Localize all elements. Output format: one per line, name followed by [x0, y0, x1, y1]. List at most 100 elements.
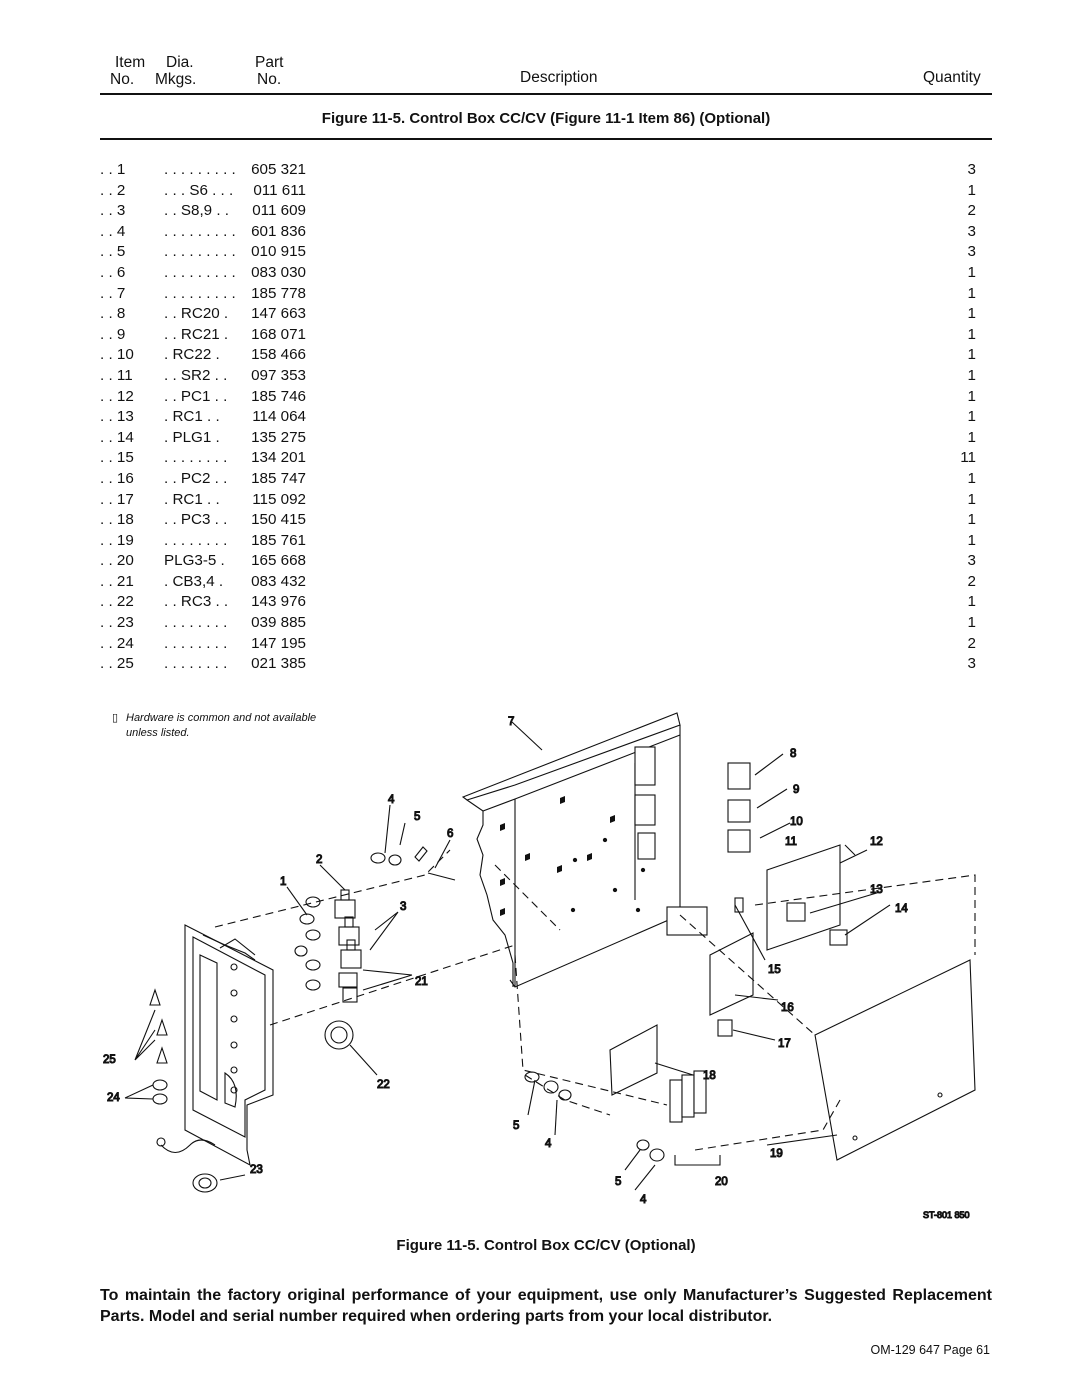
- item-number: . . 1: [100, 161, 126, 178]
- callout-11: 11: [785, 836, 797, 848]
- callout-18: 18: [703, 1070, 716, 1082]
- dia-header-1: Dia.: [166, 54, 194, 71]
- quantity: 1: [967, 305, 976, 323]
- quantity: 1: [967, 387, 976, 405]
- item-header-2: No.: [110, 71, 135, 88]
- part-number: 185 761: [251, 531, 306, 549]
- parts-row: . . 2. . . S6 . . .011 611. . SWITCH, tg…: [100, 181, 992, 202]
- diagram-marking: . RC1 . .: [164, 408, 220, 426]
- small-hardware-drawing: [370, 846, 665, 1162]
- part-number: 115 092: [252, 490, 306, 508]
- callout-15: 15: [768, 964, 781, 976]
- callout-1: 1: [280, 876, 286, 888]
- quantity: 1: [967, 531, 976, 549]
- page-footer: OM-129 647 Page 61: [870, 1343, 990, 1357]
- quantity: 1: [967, 490, 976, 508]
- quantity: 1: [967, 511, 976, 529]
- item-number: . . 22: [100, 593, 134, 611]
- diagram-marking: . . PC3 . .: [164, 511, 228, 529]
- diagram-marking: . . . . . . . .: [164, 449, 228, 467]
- parts-row: . . 4. . . . . . . . .601 836. . NUT, .2…: [100, 222, 992, 243]
- callout-4-lower: 4: [545, 1138, 552, 1150]
- callout-4-top: 4: [388, 794, 395, 806]
- part-header-2: No.: [257, 71, 282, 88]
- diagram-marking: . RC22 .: [164, 346, 220, 364]
- parts-row: . . 13. RC1 . .114 064. . CONNECTOR, rec…: [100, 407, 992, 428]
- part-number: 083 432: [251, 572, 306, 590]
- parts-row: . . 1. . . . . . . . .605 321. . NUT, .4…: [100, 160, 992, 181]
- quantity: 1: [967, 469, 976, 487]
- quantity: 2: [967, 572, 976, 590]
- parts-row: . . 14. PLG1 .135 275. . CONNECTOR & PIN…: [100, 428, 992, 449]
- diagram-marking: . . . . . . . . .: [164, 263, 236, 281]
- diagram-marking: . . . . . . . . .: [164, 243, 236, 261]
- quantity: 3: [967, 222, 976, 240]
- quantity: 11: [960, 449, 976, 467]
- diagram-marking: PLG3-5 .: [164, 552, 225, 570]
- quantity: 3: [967, 161, 976, 178]
- part-number: 185 746: [251, 387, 306, 405]
- item-number: . . 19: [100, 531, 134, 549]
- front-panel-drawing: [184, 924, 274, 1167]
- diagram-marking: . . RC20 .: [164, 305, 229, 323]
- item-number: . . 13: [100, 408, 134, 426]
- part-number: 021 385: [251, 655, 306, 673]
- parts-row: . . 15. . . . . . . .134 201. . STAND-OF…: [100, 448, 992, 469]
- part-number: 135 275: [251, 428, 306, 446]
- part-number: 165 668: [251, 552, 306, 570]
- item-number: . . 23: [100, 614, 134, 632]
- item-number: . . 15: [100, 449, 134, 467]
- part-number: 143 976: [251, 593, 306, 611]
- parts-row: . . 6. . . . . . . . .083 030. . STUD, b…: [100, 263, 992, 284]
- diagram-marking: . PLG1 .: [164, 428, 220, 446]
- callout-6: 6: [447, 828, 453, 840]
- parts-row: . . 18. . PC3 . .150 415. . CIRCUIT CARD…: [100, 510, 992, 531]
- callout-16: 16: [781, 1002, 794, 1014]
- item-number: . . 5: [100, 243, 126, 261]
- parts-row: . . 5. . . . . . . . .010 915. . WASHER,…: [100, 242, 992, 263]
- parts-warning: To maintain the factory original perform…: [100, 1287, 992, 1325]
- quantity: 2: [967, 634, 976, 652]
- callout-21: 21: [415, 976, 428, 988]
- part-number: 011 609: [252, 202, 306, 220]
- part-number: 185 778: [251, 284, 306, 302]
- item-header-1: Item: [115, 54, 146, 71]
- callout-22: 22: [377, 1079, 390, 1091]
- parts-row: . . 16. . PC2 . .185 747. . CIRCUIT CARD…: [100, 469, 992, 490]
- item-number: . . 9: [100, 325, 126, 343]
- quantity: 1: [967, 593, 976, 611]
- parts-row: . . 12. . PC1 . .185 746. . CIRCUIT CARD…: [100, 387, 992, 408]
- part-number: 114 064: [252, 408, 306, 426]
- diagram-marking: . . RC21 .: [164, 325, 229, 343]
- diagram-marking: . . S8,9 . .: [164, 202, 229, 220]
- parts-list-header: Item No. Dia. Mkgs. Part No. Description…: [100, 52, 992, 94]
- callout-25: 25: [103, 1054, 116, 1066]
- diagram-marking: . . . . . . . .: [164, 655, 228, 673]
- alignment-lines: [214, 849, 976, 1151]
- quantity: 1: [967, 284, 976, 302]
- part-number: 097 353: [251, 366, 306, 384]
- parts-row: . . 23. . . . . . . .039 885. . CONNECTO…: [100, 613, 992, 634]
- description-header: Description: [520, 69, 598, 86]
- part-number: 011 611: [253, 181, 306, 199]
- quantity: 2: [967, 202, 976, 220]
- item-number: . . 20: [100, 552, 134, 570]
- callout-9: 9: [793, 784, 799, 796]
- callout-5-bottom: 5: [615, 1176, 621, 1188]
- parts-row: . . 7. . . . . . . . .185 778. . CV CONT…: [100, 284, 992, 305]
- dia-header-2: Mkgs.: [155, 71, 197, 88]
- exploded-view-diagram: 7 8 9 10 11 12 13 14 15 16 17 18 19 20 4…: [102, 712, 976, 1221]
- part-number: 158 466: [251, 346, 306, 364]
- connectors-and-cards-drawing: [609, 762, 976, 1161]
- quantity: 3: [967, 552, 976, 570]
- item-number: . . 4: [100, 222, 126, 240]
- hardware-note: Hardware is common and not available unl…: [126, 712, 317, 739]
- diagram-marking: . . . . . . . . .: [164, 284, 236, 302]
- figure-title-top: Figure 11-5. Control Box CC/CV (Figure 1…: [321, 110, 771, 127]
- header-rule: [100, 93, 992, 95]
- item-number: . . 16: [100, 469, 134, 487]
- quantity: 1: [967, 346, 976, 364]
- part-number: 168 071: [251, 325, 306, 343]
